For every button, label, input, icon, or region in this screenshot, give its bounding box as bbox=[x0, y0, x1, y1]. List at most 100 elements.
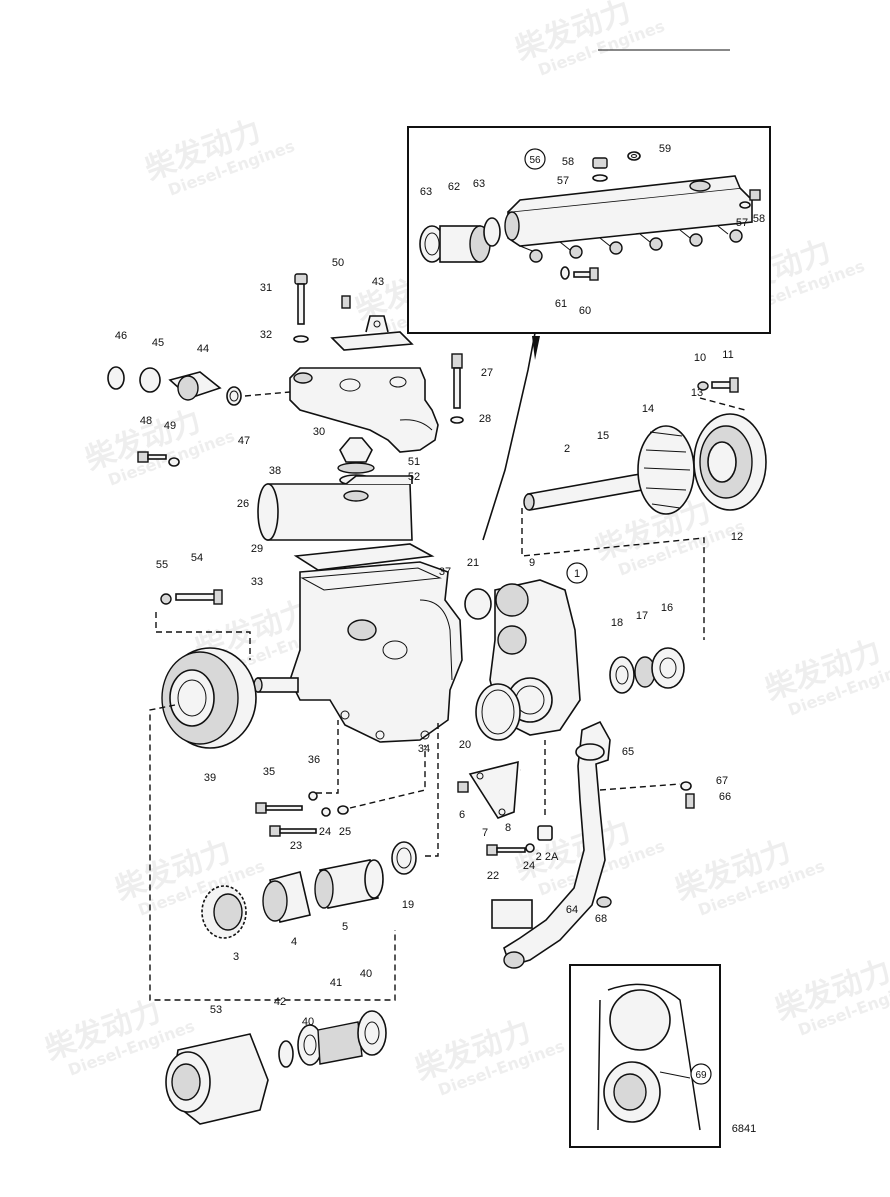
detail-inset-manifold bbox=[407, 126, 771, 541]
callout-label: 51 bbox=[408, 456, 420, 468]
callout-label: 33 bbox=[251, 576, 263, 588]
callout-label: 38 bbox=[269, 465, 281, 477]
oring-20 bbox=[475, 683, 521, 741]
thermostat-housing-30 bbox=[289, 367, 439, 453]
bolt-66 bbox=[596, 781, 695, 908]
callout-label: 31 bbox=[260, 282, 272, 294]
callout-label: 36 bbox=[308, 754, 320, 766]
drawing-number: 6841 bbox=[732, 1123, 756, 1135]
callout-label: 68 bbox=[595, 913, 607, 925]
callout-label: 18 bbox=[611, 617, 623, 629]
housing-53 bbox=[165, 1033, 269, 1125]
bolt-31 bbox=[293, 273, 309, 343]
callout-label: 26 bbox=[237, 498, 249, 510]
circled-callout-text: 56 bbox=[529, 155, 541, 166]
circled-callout: 69 bbox=[690, 1063, 712, 1085]
bushing-5 bbox=[314, 859, 384, 909]
callout-label: 15 bbox=[597, 430, 609, 442]
group-marker-text: 1 bbox=[574, 568, 580, 580]
callout-label: 47 bbox=[238, 435, 250, 447]
dash-35 bbox=[316, 720, 339, 794]
bolt-11 bbox=[697, 377, 739, 393]
callout-label: 9 bbox=[529, 557, 535, 569]
oring-21 bbox=[464, 588, 492, 620]
callout-label: 54 bbox=[191, 552, 203, 564]
water-manifold bbox=[504, 175, 753, 263]
callout-label: 48 bbox=[140, 415, 152, 427]
callout-label: 14 bbox=[642, 403, 654, 415]
callout-label: 19 bbox=[402, 899, 414, 911]
gear-3 bbox=[201, 885, 247, 939]
seal-12 bbox=[693, 413, 767, 511]
callout-label: 44 bbox=[197, 343, 209, 355]
pulley-39 bbox=[161, 647, 257, 749]
inset-pointer bbox=[482, 332, 536, 541]
callout-label: 49 bbox=[164, 420, 176, 432]
callout-label: 57 bbox=[557, 175, 569, 187]
callout-label: 4 bbox=[291, 936, 297, 948]
callout-label: 22 bbox=[487, 870, 499, 882]
callout-label: 11 bbox=[722, 349, 733, 361]
inset-hose-62 bbox=[419, 217, 501, 263]
circled-callouts: 56 69 bbox=[524, 148, 712, 1085]
callout-label: 62 bbox=[448, 181, 460, 193]
inset-bolt-60 bbox=[560, 266, 599, 281]
bolt-22 bbox=[486, 825, 553, 856]
callout-label: 27 bbox=[481, 367, 493, 379]
pipe-64 bbox=[491, 720, 611, 969]
callout-label: 53 bbox=[210, 1004, 222, 1016]
dash-47 bbox=[244, 391, 291, 397]
callout-label: 10 bbox=[694, 352, 706, 364]
callout-label: 2 bbox=[564, 443, 570, 455]
inset-pointer-head bbox=[532, 336, 540, 360]
callout-label: 20 bbox=[459, 739, 471, 751]
dash-39 bbox=[149, 704, 396, 1001]
pump-housing-33 bbox=[253, 561, 463, 743]
sensor-27 bbox=[450, 353, 464, 424]
callout-label: 65 bbox=[622, 746, 634, 758]
callout-label: 37 bbox=[439, 566, 451, 578]
dash-19 bbox=[425, 720, 439, 857]
callout-label: 61 bbox=[555, 298, 567, 310]
dash-54 bbox=[155, 612, 251, 660]
callout-label: 40 bbox=[302, 1016, 314, 1028]
callout-label: 40 bbox=[360, 968, 372, 980]
callout-label: 63 bbox=[473, 178, 485, 190]
callout-label: 66 bbox=[719, 791, 731, 803]
callout-label: 28 bbox=[479, 413, 491, 425]
bolt-35 bbox=[255, 791, 318, 814]
callout-label: 17 bbox=[636, 610, 648, 622]
dash-10 bbox=[699, 397, 746, 411]
stud-54 bbox=[160, 589, 223, 605]
callout-label: 63 bbox=[420, 186, 432, 198]
callout-label: 16 bbox=[661, 602, 673, 614]
bolt-48 bbox=[137, 451, 180, 467]
callout-label: 60 bbox=[579, 305, 591, 317]
bracket-6-8 bbox=[457, 760, 519, 819]
detail-inset-belt bbox=[569, 964, 721, 1148]
callout-label: 57 bbox=[736, 217, 748, 229]
callout-label: 43 bbox=[372, 276, 384, 288]
callout-label: 42 bbox=[274, 996, 286, 1008]
callout-label: 13 bbox=[691, 387, 703, 399]
callout-label: 3 bbox=[233, 951, 239, 963]
callout-label: 8 bbox=[505, 822, 511, 834]
seal-19 bbox=[391, 841, 417, 875]
circled-callout: 56 bbox=[524, 148, 546, 170]
callout-label: 64 bbox=[566, 904, 578, 916]
callout-label: 29 bbox=[251, 543, 263, 555]
callout-label: 39 bbox=[204, 772, 216, 784]
callout-label: 58 bbox=[753, 213, 765, 225]
plug-50 bbox=[341, 295, 351, 309]
callout-label: 7 bbox=[482, 827, 488, 839]
